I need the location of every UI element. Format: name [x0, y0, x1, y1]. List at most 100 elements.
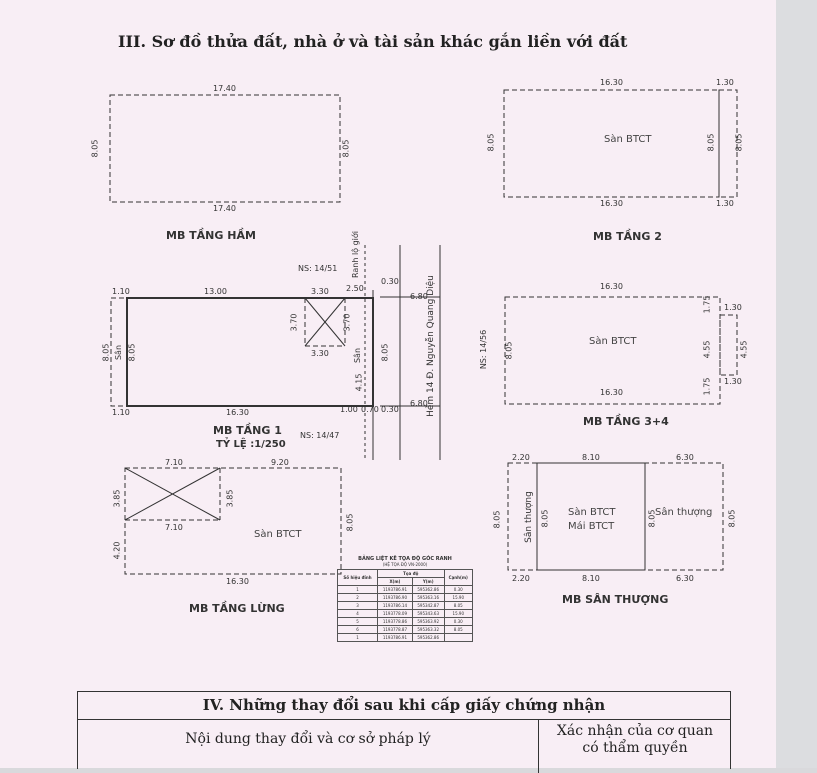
plan-ham-outline [109, 94, 341, 203]
tang1-b070: 0.70 [361, 405, 379, 414]
tang1-san-left: Sân [114, 344, 124, 361]
thuong-b630: 6.30 [676, 574, 694, 583]
section-4-header-row: Nội dung thay đổi và cơ sở pháp lý Xác n… [78, 719, 731, 773]
coord-cell: 1193786.91 [376, 585, 413, 594]
plan-tang34-outline [504, 296, 721, 405]
tang1-t330: 3.30 [311, 287, 329, 296]
tang34-r2: 4.55 [702, 340, 712, 359]
tang1-t030: 0.30 [381, 277, 399, 286]
tang1-hem: Hẻm 14 Đ. Nguyễn Quang Diệu [425, 275, 436, 417]
tang1-b680: 6.80 [410, 399, 428, 408]
tang1-inner805: 8.05 [127, 343, 137, 362]
tang2-top-side: 1.30 [716, 78, 734, 87]
tang34-s2: 4.55 [739, 340, 749, 359]
plan-tang1-outline [126, 297, 374, 407]
plan-lung-outline [124, 467, 342, 575]
certificate-page: III. Sơ đồ thửa đất, nhà ở và tài sản kh… [0, 0, 776, 773]
tang1-scale: TỶ LỆ :1/250 [216, 439, 286, 450]
tang1-b030: 0.30 [381, 405, 399, 414]
coord-cell: 1 [337, 633, 378, 642]
tang2-bottom-main: 16.30 [600, 199, 623, 208]
tang2-side-dim: 8.05 [734, 133, 744, 152]
lung-mid710: 7.10 [165, 523, 183, 532]
ham-title: MB TẦNG HẦM [166, 229, 256, 242]
coord-cell: 595363.92 [411, 617, 445, 626]
lung-room: Sàn BTCT [254, 529, 302, 540]
tang2-top-main: 16.30 [600, 78, 623, 87]
coord-cell [443, 633, 474, 642]
coord-cell: 5 [337, 617, 378, 626]
thuong-right: 8.05 [727, 509, 737, 528]
thuong-san-left: Sân thượng [523, 491, 534, 543]
tang2-bottom-side: 1.30 [716, 199, 734, 208]
lung-inner385: 3.85 [225, 489, 235, 508]
thuong-b220: 2.20 [512, 574, 530, 583]
lung-t920: 9.20 [271, 458, 289, 467]
coord-cell: 595363.32 [411, 625, 445, 634]
coord-cell: 0.30 [443, 585, 474, 594]
thuong-room: Sàn BTCT [568, 507, 616, 518]
coord-subtitle: (HỆ TỌA ĐỘ VN-2000) [382, 562, 428, 567]
tang1-v370a: 3.70 [289, 313, 299, 332]
coord-cell: 595362.86 [411, 633, 445, 642]
tang1-b100: 1.00 [340, 405, 358, 414]
tang1-ns-bottom: NS: 14/47 [300, 431, 340, 440]
tang1-san-mid: Sân [353, 347, 363, 364]
tang1-v330: 3.30 [311, 349, 329, 358]
tang34-r1: 1.75 [702, 295, 712, 314]
coord-cell: 1193778.86 [376, 617, 413, 626]
ham-bottom-dim: 17.40 [213, 204, 236, 213]
lung-bottom: 16.30 [226, 577, 249, 586]
tang34-bottom: 16.30 [600, 388, 623, 397]
lung-l420: 4.20 [112, 541, 122, 560]
tang2-room: Sàn BTCT [604, 134, 652, 145]
tang1-right805: 8.05 [380, 343, 390, 362]
tang1-t250: 2.50 [346, 284, 364, 293]
coord-cell: 6 [337, 625, 378, 634]
coord-cell: 8.05 [443, 625, 474, 634]
thuong-t630: 6.30 [676, 453, 694, 462]
plan-tang2-side [718, 89, 738, 198]
ham-left-dim: 8.05 [90, 139, 100, 158]
coord-cell: 15.90 [443, 593, 474, 602]
coord-cell: 1 [337, 585, 378, 594]
coord-h2: Y(m) [411, 577, 445, 586]
tang1-left: 8.05 [101, 343, 111, 362]
scan-edge [776, 0, 817, 768]
tang1-b110: 1.10 [112, 408, 130, 417]
floor-plans-drawing [109, 89, 738, 575]
coord-cell: 1193778.87 [376, 625, 413, 634]
coordinate-table: BẢNG LIỆT KÊ TỌA ĐỘ GÓC RANH (HỆ TỌA ĐỘ … [337, 556, 474, 642]
section-4-col1: Nội dung thay đổi và cơ sở pháp lý [185, 731, 431, 747]
thuong-roof: Mái BTCT [568, 521, 615, 532]
lung-l385: 3.85 [112, 489, 122, 508]
tang2-title: MB TẦNG 2 [593, 230, 662, 243]
thuong-san-right: Sân thượng [655, 507, 713, 518]
tang2-right-dim: 8.05 [706, 133, 716, 152]
coord-cell: 2 [337, 593, 378, 602]
coord-cell: 595343.63 [411, 609, 445, 618]
tang34-left: 8.05 [504, 341, 514, 360]
lung-right: 8.05 [345, 513, 355, 532]
section-4-col2: Xác nhận của cơ quan có thẩm quyền [538, 720, 731, 773]
coord-h1: X(m) [376, 577, 413, 586]
coord-cell: 8.05 [443, 601, 474, 610]
section-3-title: III. Sơ đồ thửa đất, nhà ở và tài sản kh… [118, 32, 628, 51]
tang1-t680: 6.80 [410, 292, 428, 301]
tang2-left-dim: 8.05 [486, 133, 496, 152]
lung-t710: 7.10 [165, 458, 183, 467]
coord-cell: 1193786.14 [376, 601, 413, 610]
tang1-v415: 4.15 [354, 373, 364, 392]
coord-cell: 1193778.09 [376, 609, 413, 618]
section-4-col2-line1: Xác nhận của cơ quan [556, 723, 714, 739]
coord-hgroup: Tọa độ [376, 569, 445, 578]
tang1-t110: 1.10 [112, 287, 130, 296]
tang1-ns-top: NS: 14/51 [298, 264, 338, 273]
tang1-t1300: 13.00 [204, 287, 227, 296]
thuong-b810: 8.10 [582, 574, 600, 583]
coord-h3: Cạnh(m) [443, 569, 474, 586]
tang1-ranh: Ranh lộ giới [351, 230, 361, 279]
